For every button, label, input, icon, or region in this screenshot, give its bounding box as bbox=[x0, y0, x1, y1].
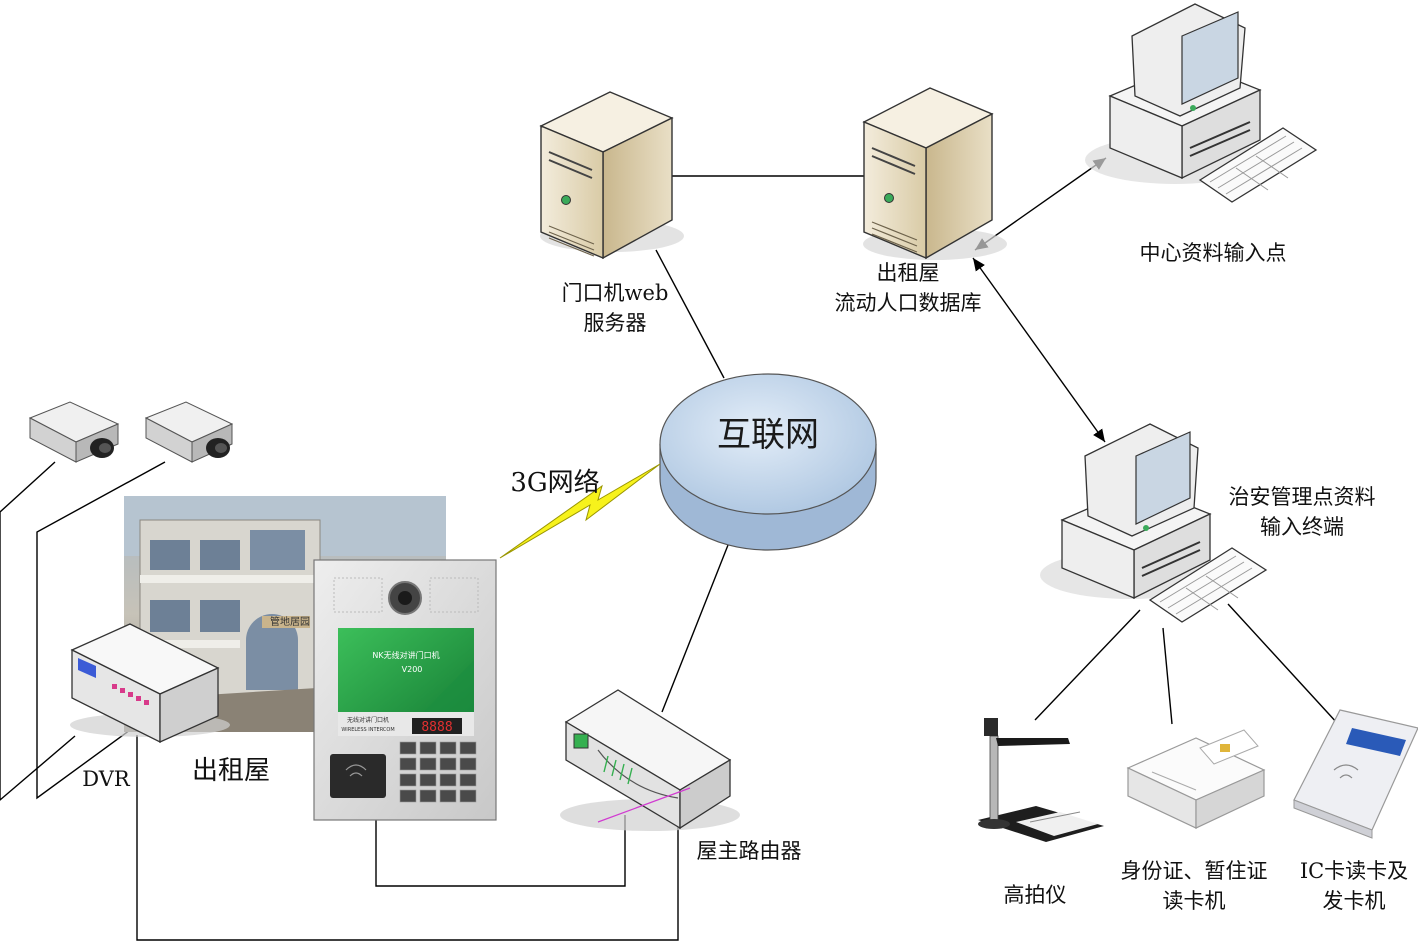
intercom-sub2-text: WIRELESS INTERCOM bbox=[341, 727, 394, 733]
internet-label: 互联网 bbox=[688, 415, 848, 455]
ic-reader-label-line2: 发卡机 bbox=[1322, 889, 1386, 913]
web-server-label: 门口机web 服务器 bbox=[552, 278, 678, 338]
internet-cloud bbox=[659, 373, 877, 551]
security-terminal-label-line1: 治安管理点资料 bbox=[1228, 485, 1376, 509]
security-terminal-label: 治安管理点资料 输入终端 bbox=[1212, 482, 1392, 542]
terminal-icreader-link bbox=[1227, 603, 1339, 725]
intercom-sub-text: 无线对讲门口机 bbox=[347, 716, 389, 724]
connection-lines bbox=[0, 157, 1339, 941]
router-icon bbox=[560, 689, 740, 831]
center-input-label-text: 中心资料输入点 bbox=[1139, 241, 1287, 265]
security-camera-2-icon bbox=[144, 401, 234, 463]
door-intercom-panel: NK无线对讲门口机 V200 无线对讲门口机 WIRELESS INTERCOM… bbox=[313, 559, 497, 821]
id-card-reader-icon bbox=[1126, 729, 1266, 829]
intercom-model-text: V200 bbox=[402, 665, 423, 674]
web-server-label-line1: 门口机web bbox=[561, 281, 669, 305]
internet-router-link bbox=[661, 539, 731, 713]
security-camera-1-icon bbox=[28, 401, 120, 463]
dvr-label-text: DVR bbox=[82, 767, 130, 791]
db-center-arrow bbox=[974, 157, 1107, 251]
intercom-title-text: NK无线对讲门口机 bbox=[372, 650, 439, 660]
db-server-label-line1: 出租屋 bbox=[876, 261, 940, 285]
security-terminal-label-line2: 输入终端 bbox=[1260, 515, 1344, 539]
center-input-label: 中心资料输入点 bbox=[1120, 238, 1306, 268]
center-pc-icon bbox=[1085, 3, 1318, 203]
intercom-router-wire bbox=[375, 815, 626, 887]
router-label: 屋主路由器 bbox=[684, 836, 814, 866]
dvr-router-wire bbox=[136, 735, 679, 941]
camera2-wire bbox=[36, 461, 166, 800]
web-server-label-line2: 服务器 bbox=[583, 311, 647, 335]
terminal-scanner-link bbox=[1034, 609, 1141, 721]
scanner-label: 高拍仪 bbox=[990, 880, 1080, 910]
db-server-label: 出租屋 流动人口数据库 bbox=[820, 258, 996, 318]
rental-house-label-text: 出租屋 bbox=[191, 756, 270, 786]
dvr-label: DVR bbox=[76, 764, 136, 794]
lightning-3g-icon bbox=[499, 463, 661, 559]
security-terminal-pc-icon bbox=[1040, 423, 1268, 623]
rental-house-label: 出租屋 bbox=[176, 756, 286, 786]
intercom-display-text: 8888 bbox=[421, 720, 452, 735]
ic-reader-label: IC卡读卡及 发卡机 bbox=[1290, 856, 1418, 916]
db-server-label-line2: 流动人口数据库 bbox=[834, 291, 982, 315]
network-3g-label: 3G网络 bbox=[500, 468, 610, 498]
id-reader-label-line2: 读卡机 bbox=[1162, 889, 1226, 913]
document-scanner-icon bbox=[978, 718, 1104, 842]
network-3g-label-text: 3G网络 bbox=[510, 468, 600, 498]
web-internet-link bbox=[655, 249, 725, 379]
ic-reader-label-line1: IC卡读卡及 bbox=[1299, 859, 1409, 883]
terminal-idreader-link bbox=[1162, 627, 1173, 725]
dvr-icon bbox=[70, 623, 230, 744]
internet-label-text: 互联网 bbox=[717, 415, 819, 455]
building-sign-text: 管地居园 bbox=[270, 615, 310, 628]
router-label-text: 屋主路由器 bbox=[696, 839, 802, 863]
db-server-icon bbox=[862, 87, 1007, 260]
web-server-icon bbox=[539, 91, 684, 260]
db-security-arrow bbox=[972, 257, 1106, 443]
scanner-label-text: 高拍仪 bbox=[1003, 883, 1067, 907]
ic-card-reader-icon bbox=[1293, 709, 1418, 839]
id-reader-label: 身份证、暂住证 读卡机 bbox=[1108, 856, 1280, 916]
id-reader-label-line1: 身份证、暂住证 bbox=[1120, 859, 1268, 883]
